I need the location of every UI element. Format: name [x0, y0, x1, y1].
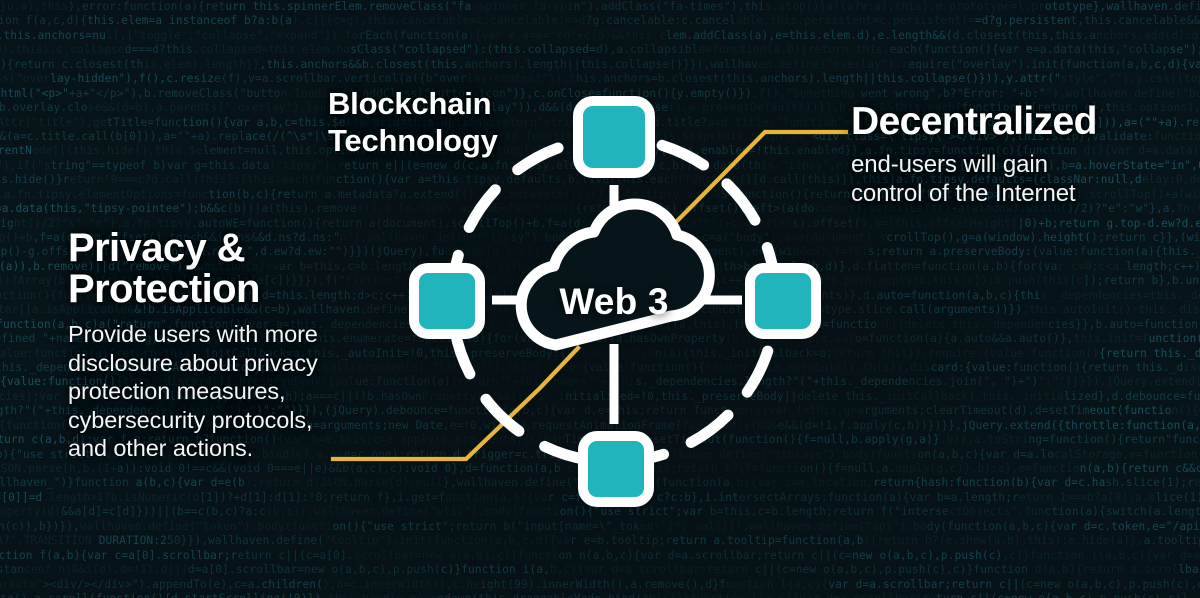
callout-privacy-body-line4: cybersecurity protocols,: [68, 406, 313, 433]
callout-decentralized-body: end-users will gain control of the Inter…: [851, 150, 1181, 208]
callout-decentralized: Decentralized end-users will gain contro…: [851, 100, 1181, 208]
callout-privacy-body-line1: Provide users with more: [68, 321, 318, 348]
callout-decentralized-title: Decentralized: [851, 100, 1097, 143]
callout-privacy: Privacy & Protection Provide users with …: [68, 226, 408, 462]
callout-blockchain-title-line1: Blockchain: [328, 86, 492, 121]
callout-privacy-title-line1: Privacy &: [68, 226, 246, 270]
callout-privacy-body-line2: disclosure about privacy: [68, 349, 318, 376]
web3-center-label: Web 3: [559, 281, 669, 322]
callout-privacy-body-line5: and other actions.: [68, 435, 254, 462]
callout-blockchain-title-line2: Technology: [328, 122, 498, 158]
callout-privacy-title-line2: Protection: [68, 267, 260, 312]
callout-decentralized-body-line1: end-users will gain: [851, 151, 1048, 179]
callout-privacy-title: Privacy & Protection: [68, 226, 408, 312]
callout-blockchain: Blockchain Technology: [328, 86, 648, 159]
callout-privacy-body-line3: protection measures,: [68, 378, 286, 405]
callout-privacy-body: Provide users with more disclosure about…: [68, 320, 408, 462]
callout-decentralized-body-line2: control of the Internet: [851, 180, 1076, 208]
